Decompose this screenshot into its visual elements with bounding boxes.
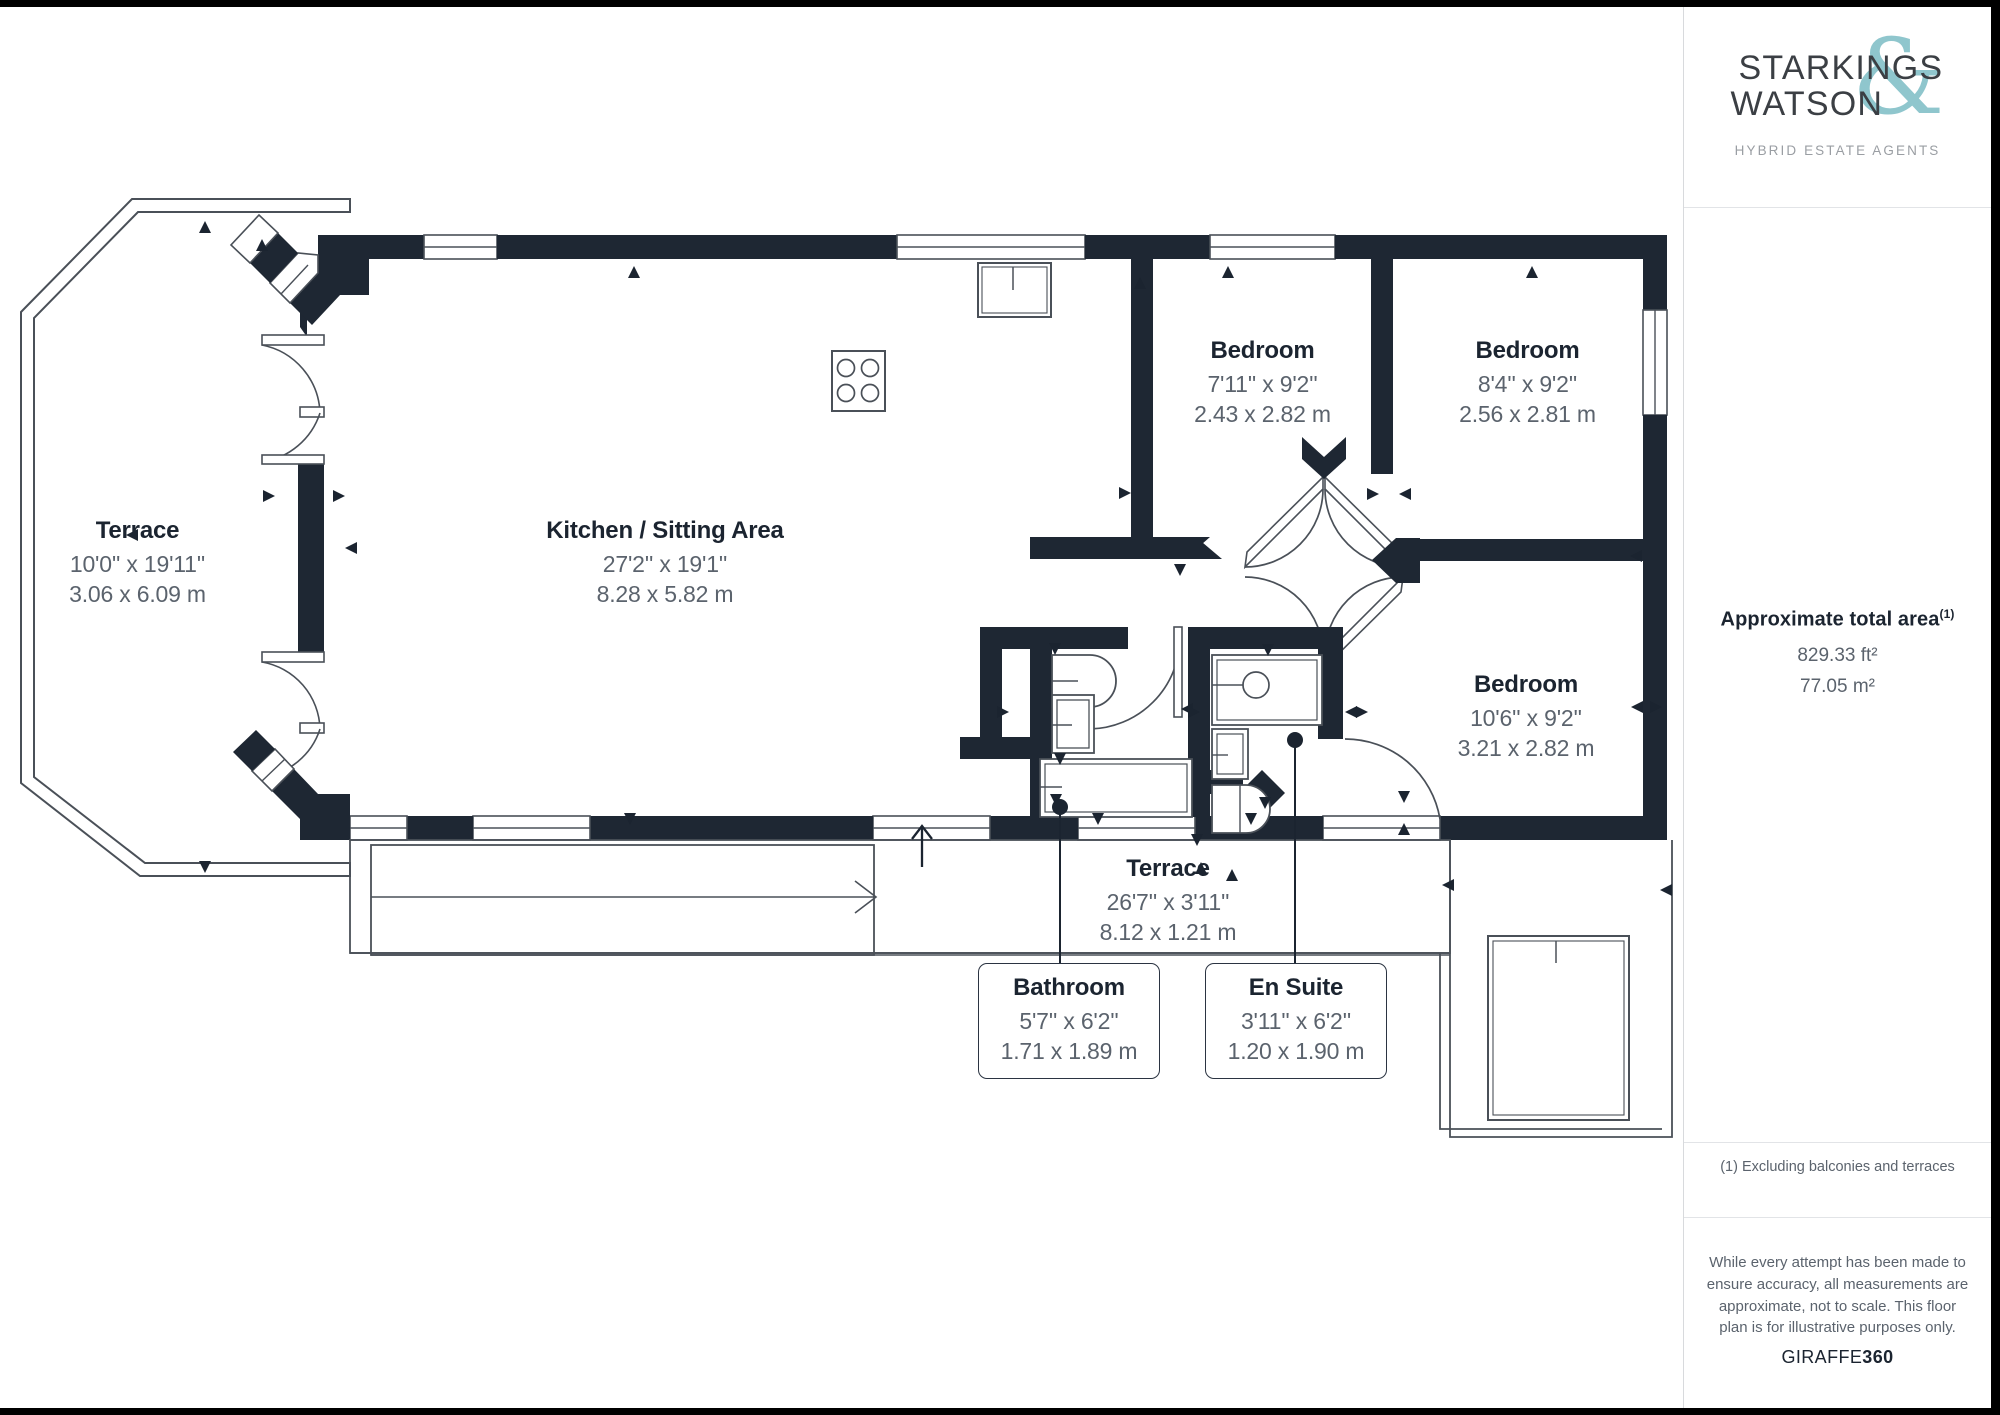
room-name: Terrace — [95, 517, 180, 544]
area-footnote: (1) Excluding balconies and terraces — [1720, 1159, 1955, 1175]
room-dim-imperial: 3'11'' x 6'2'' — [1240, 1008, 1352, 1034]
sidebar: & STARKINGS WATSON HYBRID ESTATE AGENTS … — [1683, 7, 1991, 1408]
sidebar-divider-bottom — [1684, 1217, 1991, 1218]
giraffe360-brand: GIRAFFE360 — [1684, 1347, 1991, 1368]
room-dim-metric: 3.06 x 6.09 m — [69, 581, 206, 607]
total-area-sqm: 77.05 m² — [1800, 675, 1875, 697]
dimension-ticks — [126, 221, 1672, 896]
room-dim-metric: 3.21 x 2.82 m — [1457, 735, 1595, 761]
upper-left-corner-wall — [229, 213, 369, 325]
room-dim-imperial: 10'0'' x 19'11'' — [69, 551, 206, 577]
room-label-bedroom-1: Bedroom 7'11'' x 9'2'' 2.43 x 2.82 m — [1155, 337, 1370, 428]
room-name: Terrace — [1126, 855, 1210, 882]
room-dim-metric: 8.28 x 5.82 m — [596, 581, 734, 607]
brand-suffix: 360 — [1862, 1347, 1894, 1367]
shower-icon — [1211, 654, 1323, 726]
room-label-terrace-left: Terrace 10'0'' x 19'11'' 3.06 x 6.09 m — [30, 517, 245, 608]
stove-hob-icon — [831, 350, 886, 412]
room-label-kitchen-sitting-area: Kitchen / Sitting Area 27'2'' x 19'1'' 8… — [470, 517, 860, 608]
total-area-title: Approximate total area(1) — [1684, 607, 1991, 632]
agency-logo: & STARKINGS WATSON HYBRID ESTATE AGENTS — [1684, 25, 1991, 158]
disclaimer-text: While every attempt has been made to ens… — [1706, 1254, 1969, 1337]
room-label-bedroom-3: Bedroom 10'6'' x 9'2'' 3.21 x 2.82 m — [1412, 671, 1640, 762]
floor-plan-svg — [20, 198, 1673, 1138]
room-name: Bathroom — [1013, 974, 1125, 1001]
room-dim-metric: 1.20 x 1.90 m — [1227, 1038, 1365, 1064]
callout-bathroom: Bathroom 5'7'' x 6'2'' 1.71 x 1.89 m — [978, 963, 1160, 1079]
room-dim-metric: 8.12 x 1.21 m — [1099, 919, 1237, 945]
exterior-walls — [229, 213, 1668, 841]
sidebar-divider-middle — [1684, 1142, 1991, 1143]
room-name: Bedroom — [1210, 337, 1315, 364]
kitchen-counter — [977, 262, 1052, 318]
callout-en-suite: En Suite 3'11'' x 6'2'' 1.20 x 1.90 m — [1205, 963, 1387, 1079]
terrace-door-upper — [261, 334, 325, 465]
room-dim-metric: 2.56 x 2.81 m — [1459, 401, 1596, 427]
floor-plan-drawing: Terrace 10'0'' x 19'11'' 3.06 x 6.09 m K… — [0, 7, 1683, 1407]
ensuite-sink-icon — [1211, 784, 1271, 834]
bathroom-ensuite-block — [960, 626, 1441, 834]
room-dim-imperial: 26'7'' x 3'11'' — [1106, 889, 1230, 915]
callout-leader-lines — [1052, 732, 1303, 963]
room-name: Kitchen / Sitting Area — [546, 517, 784, 544]
ampersand-glyph: & — [1851, 16, 1945, 138]
total-area-footnote-marker: (1) — [1939, 607, 1955, 621]
toilet-icon — [1051, 694, 1095, 754]
patio-outline — [1439, 840, 1673, 1138]
up-arrow-icon — [911, 824, 933, 867]
logo-line-watson: WATSON — [1730, 85, 1884, 123]
logo-tagline: HYBRID ESTATE AGENTS — [1734, 143, 1941, 158]
total-area-block: Approximate total area(1) 829.33 ft² 77.… — [1684, 607, 1991, 698]
room-dim-imperial: 7'11'' x 9'2'' — [1207, 371, 1318, 397]
room-name: Bedroom — [1475, 337, 1580, 364]
brand-prefix: GIRAFFE — [1781, 1347, 1863, 1367]
terrace-left-outline — [20, 198, 351, 877]
lower-left-corner-wall — [233, 730, 350, 840]
room-dim-metric: 2.43 x 2.82 m — [1194, 401, 1331, 427]
room-name: Bedroom — [1474, 671, 1578, 698]
sidebar-divider-top — [1684, 207, 1991, 208]
room-label-terrace-bottom: Terrace 26'7'' x 3'11'' 8.12 x 1.21 m — [1062, 855, 1274, 946]
room-name: En Suite — [1248, 974, 1344, 1001]
walkway-outline — [370, 844, 1450, 956]
logo-wordmark: & STARKINGS WATSON — [1723, 25, 1953, 132]
logo-line-starkings: STARKINGS — [1738, 49, 1944, 87]
room-dim-imperial: 8'4'' x 9'2'' — [1477, 371, 1578, 397]
room-label-bedroom-2: Bedroom 8'4'' x 9'2'' 2.56 x 2.81 m — [1420, 337, 1635, 428]
total-area-sqft: 829.33 ft² — [1797, 644, 1878, 666]
room-dim-imperial: 27'2'' x 19'1'' — [602, 551, 728, 577]
ensuite-toilet-icon — [1211, 728, 1249, 780]
total-area-title-text: Approximate total area — [1720, 608, 1940, 631]
room-dim-metric: 1.71 x 1.89 m — [1000, 1038, 1138, 1064]
room-dim-imperial: 10'6'' x 9'2'' — [1470, 705, 1582, 731]
room-dim-imperial: 5'7'' x 6'2'' — [1019, 1008, 1119, 1034]
